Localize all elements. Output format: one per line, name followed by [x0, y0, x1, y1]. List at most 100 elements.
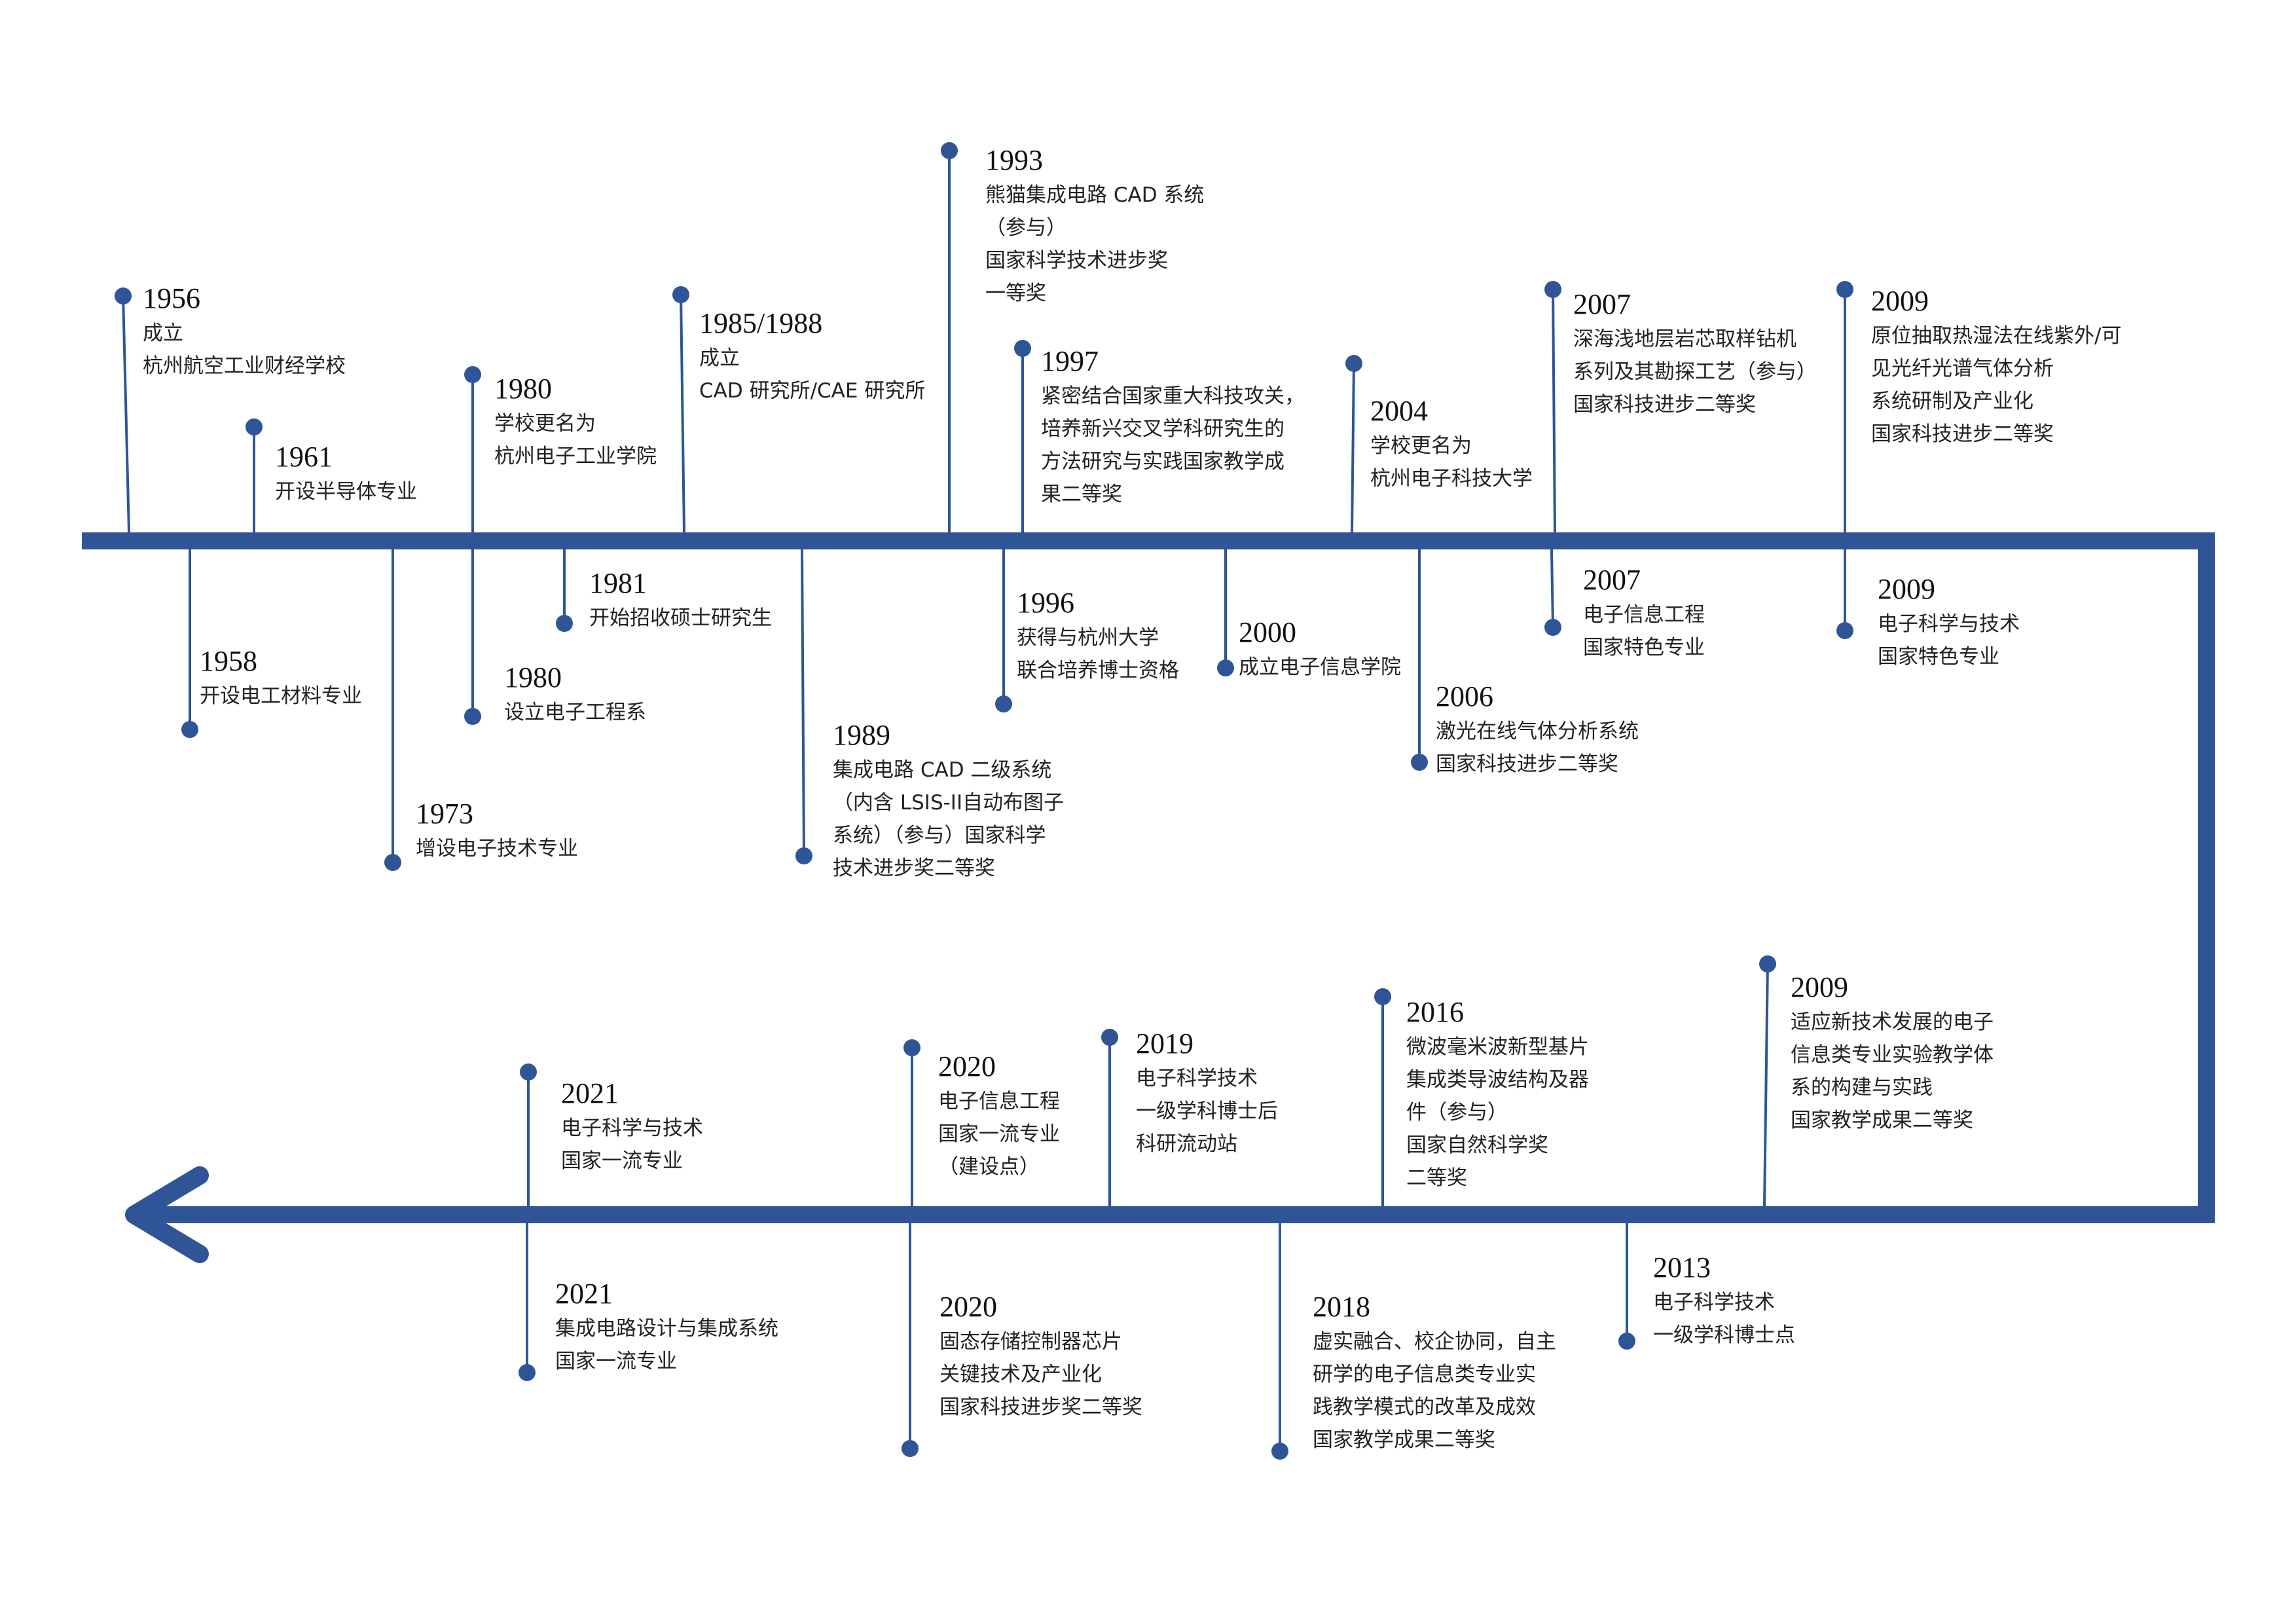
- event-description-line: 科研流动站: [1136, 1132, 1237, 1156]
- event-dot: [520, 1063, 537, 1080]
- event-dot: [246, 418, 263, 435]
- event-description-line: 国家科技进步奖二等奖: [939, 1395, 1142, 1419]
- event-description-line: 设立电子工程系: [504, 701, 646, 724]
- event-description-line: 技术进步奖二等奖: [833, 857, 995, 880]
- event-description-line: 杭州电子科技大学: [1370, 467, 1533, 490]
- event-description-line: 集成电路 CAD 二级系统: [833, 758, 1052, 782]
- event-description-line: 熊猫集成电路 CAD 系统: [985, 183, 1205, 207]
- event-year: 1980: [494, 373, 552, 405]
- event-dot: [672, 286, 689, 303]
- event-description-line: 学校更名为: [1370, 434, 1472, 458]
- event-year: 2020: [939, 1291, 997, 1323]
- event-description-line: 增设电子技术专业: [416, 837, 578, 860]
- event-description-line: 固态存储控制器芯片: [939, 1330, 1122, 1354]
- event-dot: [464, 708, 481, 725]
- event-description-line: 成立: [699, 346, 740, 370]
- event-stem: [122, 295, 130, 533]
- event-description-line: 关键技术及产业化: [939, 1363, 1102, 1386]
- event-description-line: 系统研制及产业化: [1871, 390, 2033, 413]
- event-description-line: 国家科学技术进步奖: [985, 249, 1168, 272]
- event-year: 1997: [1041, 345, 1099, 377]
- event-description-line: 研学的电子信息类专业实: [1313, 1363, 1536, 1386]
- event-description-line: 获得与杭州大学: [1017, 626, 1159, 650]
- event-description-line: 杭州航空工业财经学校: [143, 354, 346, 378]
- timeline-event: 2007 电子信息工程国家特色专业: [1583, 562, 1705, 664]
- event-year: 2018: [1313, 1291, 1370, 1323]
- event-description-line: 件（参与）: [1406, 1101, 1508, 1124]
- event-description-line: 电子信息工程: [1583, 603, 1705, 627]
- timeline-event: 1973 增设电子技术专业: [416, 796, 578, 865]
- event-dot: [995, 695, 1012, 712]
- event-year: 1981: [589, 567, 647, 599]
- event-dot: [1544, 619, 1561, 636]
- event-dot: [941, 142, 958, 159]
- event-dot: [384, 854, 401, 871]
- event-dot: [1759, 955, 1776, 972]
- event-year: 2000: [1239, 616, 1296, 648]
- event-stem: [1550, 549, 1554, 628]
- event-description-line: 开设半导体专业: [275, 480, 417, 504]
- timeline-event: 2020 电子信息工程国家一流专业 （建设点）: [938, 1048, 1060, 1183]
- event-year: 2007: [1583, 564, 1641, 596]
- event-description-line: 国家科技进步二等奖: [1436, 752, 1618, 776]
- event-description-line: CAD 研究所/CAE 研究所: [699, 379, 926, 403]
- event-year: 2021: [561, 1077, 619, 1109]
- event-description-line: 电子信息工程: [938, 1090, 1060, 1113]
- timeline-arrowhead: [125, 1166, 209, 1263]
- event-dot: [903, 1039, 920, 1056]
- event-description-line: 践教学模式的改革及成效: [1313, 1395, 1536, 1419]
- event-dot: [1544, 281, 1561, 298]
- event-description-line: 国家特色专业: [1583, 636, 1705, 659]
- event-stem: [1763, 963, 1769, 1207]
- event-description-line: 原位抽取热湿法在线紫外/可: [1871, 324, 2122, 348]
- event-year: 1961: [275, 441, 333, 473]
- event-description-line: 成立电子信息学院: [1239, 655, 1401, 679]
- event-year: 2007: [1573, 288, 1631, 320]
- timeline-event: 1961 开设半导体专业: [275, 439, 417, 508]
- event-description-line: 开始招收硕士研究生: [589, 606, 772, 630]
- event-description-line: （建设点）: [938, 1155, 1040, 1179]
- event-year: 1973: [416, 798, 473, 830]
- timeline-dots: [115, 142, 1853, 1460]
- event-year: 2016: [1406, 996, 1464, 1028]
- event-stem: [1351, 363, 1355, 533]
- event-description-line: 系统）（参与）国家科学: [833, 824, 1046, 847]
- event-description-line: 杭州电子工业学院: [494, 445, 657, 468]
- event-description-line: 国家一流专业: [938, 1122, 1060, 1146]
- event-dot: [1836, 281, 1853, 298]
- event-year: 2020: [938, 1050, 996, 1082]
- event-description-line: 电子科学技术: [1136, 1067, 1258, 1090]
- event-description-line: 系的构建与实践: [1791, 1076, 1933, 1099]
- event-description-line: （参与）: [985, 216, 1066, 240]
- event-description-line: 集成类导波结构及器: [1406, 1068, 1589, 1092]
- event-description-line: 见光纤光谱气体分析: [1871, 357, 2054, 380]
- event-description-line: 国家自然科学奖: [1406, 1134, 1548, 1157]
- event-stem: [801, 549, 805, 857]
- event-description-line: 国家教学成果二等奖: [1791, 1109, 1973, 1132]
- event-description-line: 培养新兴交叉学科研究生的: [1041, 417, 1285, 441]
- event-dot: [902, 1440, 919, 1457]
- event-dot: [1411, 754, 1428, 771]
- event-description-line: 微波毫米波新型基片: [1406, 1035, 1589, 1059]
- event-year: 2013: [1653, 1251, 1711, 1283]
- event-dot: [1271, 1443, 1288, 1460]
- event-description-line: 电子科学技术: [1653, 1291, 1775, 1314]
- event-description-line: 二等奖: [1406, 1166, 1467, 1190]
- event-year: 1980: [504, 661, 562, 693]
- event-description-line: 虚实融合、校企协同，自主: [1313, 1330, 1556, 1354]
- event-dot: [1374, 988, 1391, 1005]
